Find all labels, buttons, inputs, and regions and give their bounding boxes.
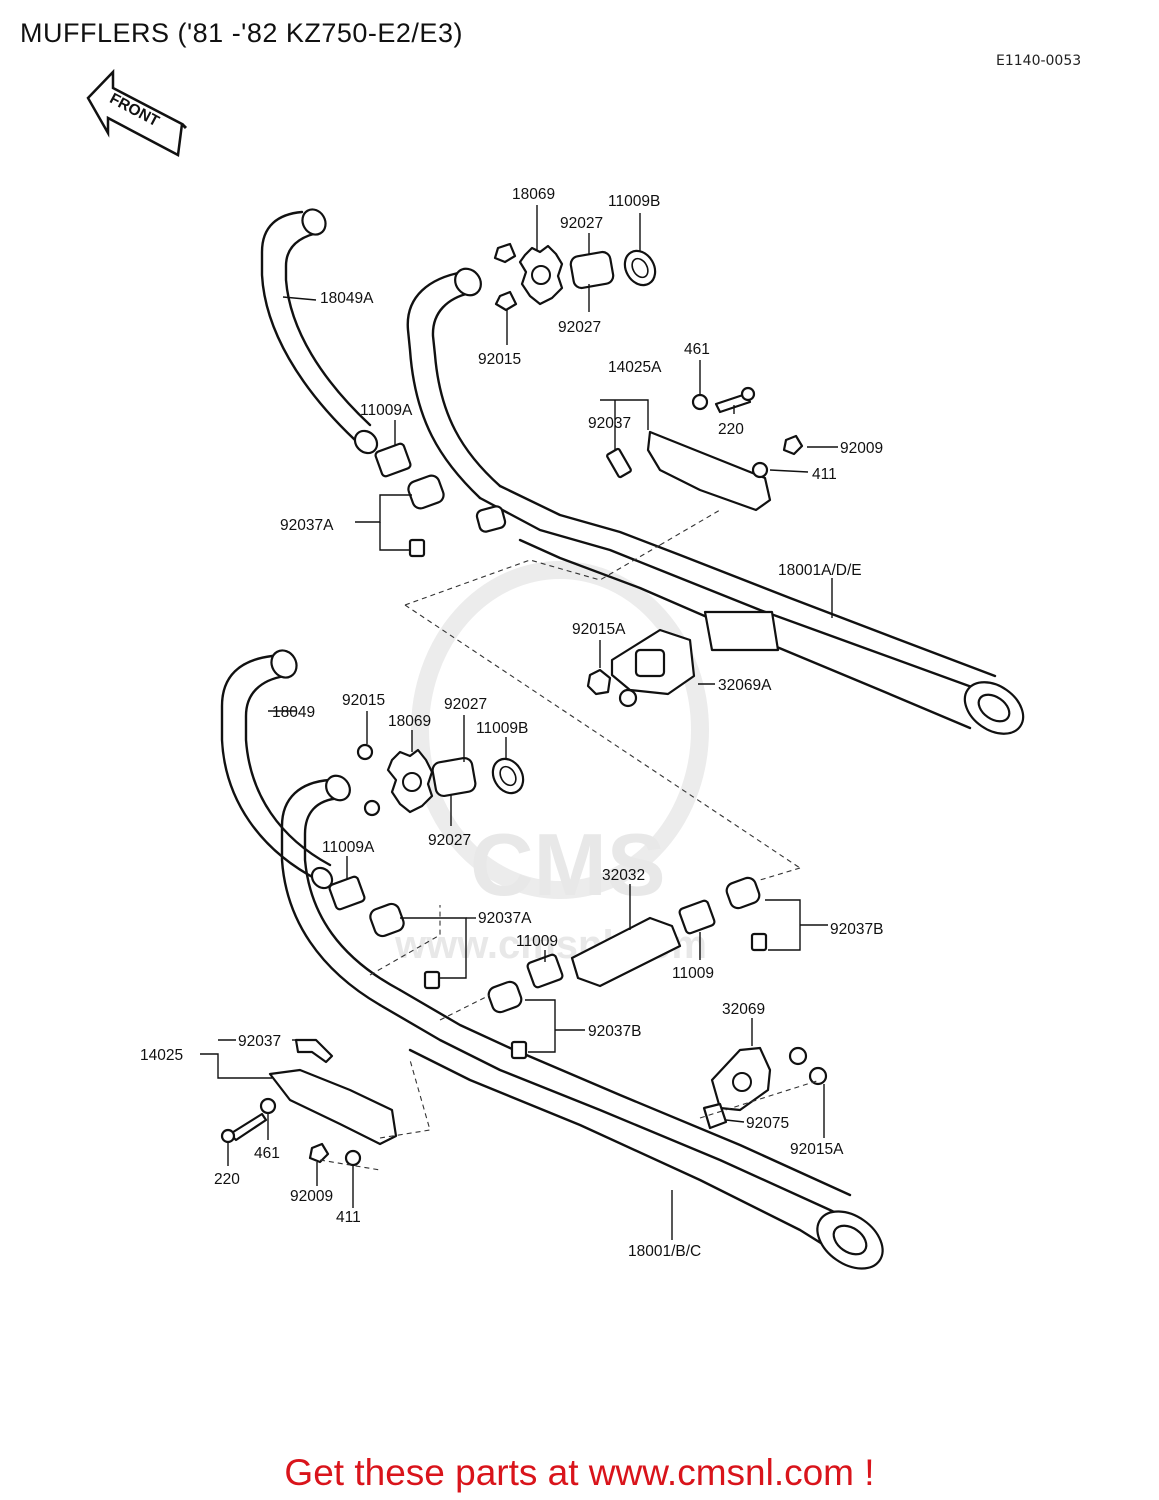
nut-92015a-upper	[586, 668, 612, 696]
label-11009-left: 11009	[516, 933, 558, 950]
upper-exhaust-assembly: 18049A 18069 11009B 92027 92027 92015 46…	[260, 186, 1025, 869]
sleeve-92027-upper	[569, 250, 615, 290]
label-14025: 14025	[140, 1047, 183, 1064]
gasket-11009a-lower	[328, 875, 366, 911]
label-18049: 18049	[272, 704, 315, 721]
label-92009-lower: 92009	[290, 1188, 333, 1205]
nut-411-lower	[344, 1149, 362, 1167]
grommet-92009-lower	[308, 1142, 330, 1164]
label-461-upper: 461	[684, 341, 710, 358]
label-411-upper: 411	[812, 466, 837, 483]
clamp-92037b-left	[487, 980, 523, 1014]
clip-92037-lower	[294, 1038, 334, 1064]
label-92015a-upper: 92015A	[572, 621, 626, 638]
bracket-14025	[268, 1068, 398, 1146]
label-11009a-lower: 11009A	[322, 839, 375, 856]
pipe-32032	[570, 916, 682, 988]
bolt-220-upper	[714, 392, 752, 414]
nut-92015-lower-a	[356, 743, 374, 761]
bracket-14025a	[646, 430, 772, 512]
exhaust-pipe-18049a	[260, 210, 357, 442]
watermark-brand: CMS	[470, 815, 666, 914]
label-14025a: 14025A	[608, 359, 662, 376]
gasket-11009-a	[526, 953, 564, 989]
muffler-18001a-upper-edge	[478, 496, 1007, 707]
label-92037-lower: 92037	[238, 1033, 281, 1050]
bolt-92037a-upper	[408, 538, 426, 558]
label-92015-lower: 92015	[342, 692, 385, 709]
label-92009-upper: 92009	[840, 440, 883, 457]
clamp-92037a-upper	[407, 474, 445, 510]
label-18001a-d-e: 18001A/D/E	[778, 562, 862, 579]
nut-92015a-lower	[808, 1066, 828, 1086]
label-18069-upper: 18069	[512, 186, 555, 203]
label-11009-right: 11009	[672, 965, 714, 982]
label-461-lower: 461	[254, 1145, 280, 1162]
page-title: MUFFLERS ('81 -'82 KZ750-E2/E3)	[20, 18, 463, 48]
label-11009b-upper: 11009B	[608, 193, 660, 210]
label-32069: 32069	[722, 1001, 765, 1018]
label-220-upper: 220	[718, 421, 744, 438]
label-18049a: 18049A	[320, 290, 374, 307]
clamp-92037a-lower	[369, 902, 405, 938]
clamp-92037b-right	[725, 876, 761, 910]
lower-exhaust-assembly: 18049 92015 92027 18069 11009B 92027 110…	[140, 649, 884, 1270]
label-92027-upper-b: 92027	[558, 319, 601, 336]
label-92015a-lower: 92015A	[790, 1141, 844, 1158]
label-92027-lower-a: 92027	[444, 696, 487, 713]
nut-92015-b	[494, 290, 518, 312]
nut-92015-lower-b	[363, 799, 381, 817]
grommet-92009-upper	[782, 434, 804, 456]
label-92075: 92075	[746, 1115, 789, 1132]
nut-lower-bracket	[788, 1046, 808, 1066]
label-92037b-right: 92037B	[830, 921, 883, 938]
label-92027-lower-b: 92027	[428, 832, 471, 849]
clip-92037-upper	[606, 447, 632, 479]
label-11009b-lower: 11009B	[476, 720, 528, 737]
muffler-hanger-upper	[703, 610, 780, 652]
washer-461-lower	[259, 1097, 277, 1115]
diagram-code: E1140-0053	[996, 53, 1082, 69]
nut-92015-a	[493, 242, 517, 264]
nut-411-upper	[751, 461, 769, 479]
washer-461-upper	[691, 393, 709, 411]
label-32032: 32032	[602, 867, 645, 884]
bolt-220-lower	[228, 1112, 268, 1142]
label-11009a-upper: 11009A	[360, 402, 413, 419]
label-92015-upper: 92015	[478, 351, 521, 368]
bolt-92075	[702, 1102, 728, 1130]
sleeve-92027-lower	[431, 756, 477, 798]
exhaust-pipe-upper-rear	[406, 270, 482, 500]
exhaust-pipe-18049	[220, 654, 320, 882]
label-220-lower: 220	[214, 1171, 240, 1188]
front-arrow-icon: FRONT	[86, 68, 188, 157]
label-92037a-upper: 92037A	[280, 517, 334, 534]
gasket-11009-b	[678, 899, 716, 935]
label-411-lower: 411	[336, 1209, 361, 1226]
label-32069a: 32069A	[718, 677, 772, 694]
label-18069-lower: 18069	[388, 713, 431, 730]
label-92037b-left: 92037B	[588, 1023, 641, 1040]
bolt-92037a-lower	[423, 970, 441, 990]
label-18001-b-c: 18001/B/C	[628, 1243, 701, 1260]
label-92037-upper: 92037	[588, 415, 631, 432]
promo-link[interactable]: Get these parts at www.cmsnl.com !	[284, 1452, 875, 1493]
label-92027-upper-a: 92027	[560, 215, 603, 232]
label-92037a-lower: 92037A	[478, 910, 532, 927]
gasket-11009a-upper	[374, 442, 412, 478]
muffler-18001-lower-edge	[378, 1003, 862, 1227]
exhaust-pipe-lower-rear	[280, 778, 382, 1007]
